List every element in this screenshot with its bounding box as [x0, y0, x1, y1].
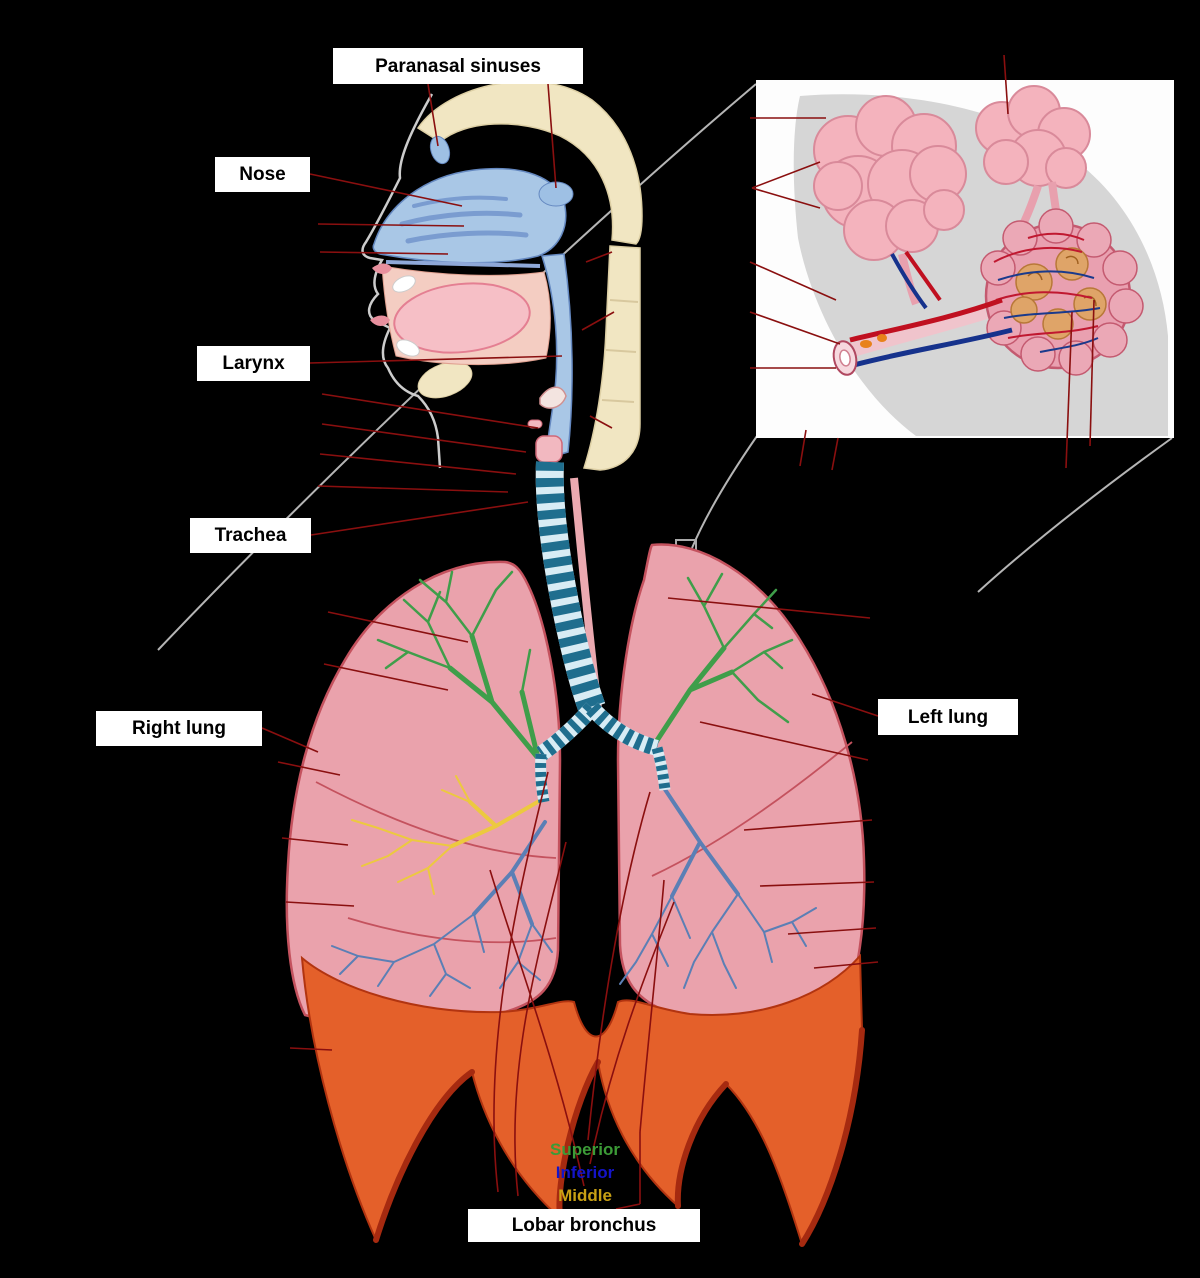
- label-right-lung: Right lung: [96, 711, 262, 746]
- bronchial-trees: [331, 570, 817, 997]
- nasal-conchae: [399, 195, 529, 244]
- frontal-sinus: [429, 135, 451, 165]
- label-middle-lobe: Middle: [558, 1186, 612, 1205]
- superior-lobe-tree-right: [376, 570, 541, 761]
- right-lung-shape: [285, 560, 562, 1028]
- capillary-mesh-red: [993, 232, 1099, 339]
- jaw-bone: [417, 361, 473, 399]
- tongue: [393, 282, 531, 354]
- alveoli-inset: [756, 80, 1174, 438]
- middle-lobe-tree-right: [351, 775, 543, 895]
- superior-lobe-tree-left: [651, 572, 794, 748]
- trachea-tube: [535, 461, 606, 713]
- diaphragm-underside: [373, 1027, 865, 1247]
- left-lower-bronchus: [651, 746, 671, 791]
- larynx-cartilage: [535, 435, 563, 463]
- right-intermediate-bronchus: [535, 753, 550, 804]
- alveolar-sac-cutaway: [980, 208, 1144, 376]
- lower-teeth: [396, 339, 420, 357]
- diaphragm: [300, 953, 865, 1247]
- bronchiole-and-vessels: [832, 250, 1013, 376]
- right-main-bronchus: [536, 702, 598, 761]
- label-superior-lobe: Superior: [550, 1140, 620, 1159]
- spine-column: [583, 245, 641, 471]
- label-paranasal-sinuses: Paranasal sinuses: [333, 48, 583, 84]
- left-main-bronchus: [586, 702, 660, 756]
- alveoli-cluster-left: [813, 95, 967, 261]
- label-inferior-lobe: Inferior: [555, 1163, 615, 1182]
- leader-lines: [261, 54, 1095, 1210]
- lungs: [285, 543, 866, 1028]
- label-larynx: Larynx: [197, 346, 310, 381]
- label-trachea: Trachea: [190, 518, 311, 553]
- label-nose: Nose: [215, 157, 310, 192]
- upper-lip: [372, 263, 392, 274]
- airway: [535, 461, 671, 804]
- head-cross-section: [361, 80, 643, 471]
- lower-lip: [370, 315, 390, 326]
- inferior-lobe-tree-right: [331, 820, 553, 997]
- lung-fissures: [315, 741, 853, 944]
- upper-teeth: [392, 275, 416, 293]
- label-left-lung: Left lung: [878, 699, 1018, 735]
- alveoli-cluster-top: [975, 85, 1091, 189]
- epiglottis: [539, 386, 567, 409]
- label-lobar-bronchus: Lobar bronchus: [468, 1209, 700, 1242]
